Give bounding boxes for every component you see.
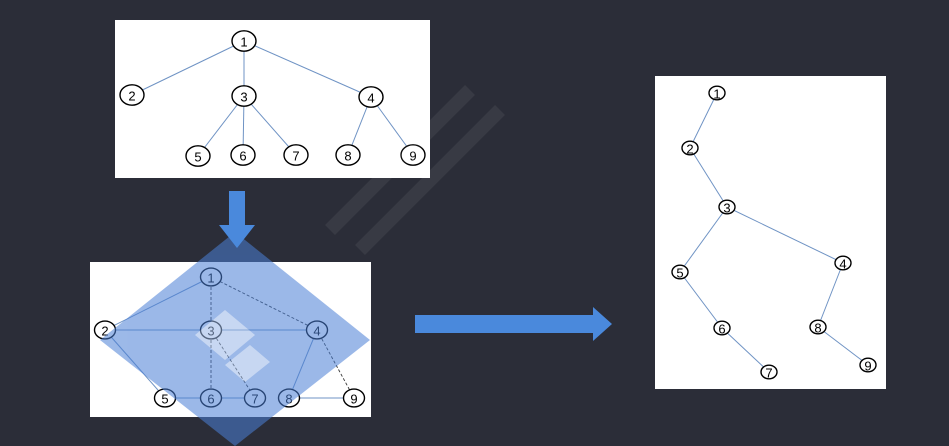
binary-edge-4-8 — [817, 262, 844, 328]
tree-edge-3-7 — [243, 95, 297, 156]
node-label: 6 — [239, 149, 246, 164]
node-circle — [400, 144, 426, 166]
node-label: 9 — [409, 149, 416, 164]
node-label: 1 — [713, 87, 720, 102]
binary-tree-panel: 1 2 3 4 5 6 7 8 9 — [655, 76, 886, 389]
node-label: 4 — [367, 91, 374, 106]
node-label: 2 — [128, 89, 135, 104]
node-label: 2 — [101, 324, 108, 339]
node-label: 9 — [350, 392, 357, 407]
node-circle — [713, 320, 731, 336]
node-9: 9 — [859, 357, 877, 374]
node-circle — [230, 144, 256, 166]
node-8: 8 — [335, 144, 361, 166]
node-circle — [671, 264, 689, 280]
node-label: 4 — [313, 324, 320, 339]
node-3: 3 — [231, 85, 257, 107]
binary-edge-2-3 — [689, 147, 728, 208]
node-2: 2 — [93, 320, 117, 340]
node-circle — [283, 144, 309, 166]
tree-edge-1-2 — [131, 40, 245, 96]
node-7: 7 — [243, 388, 267, 408]
node-1: 1 — [231, 30, 257, 52]
node-circle — [231, 30, 257, 52]
node-1: 1 — [708, 85, 726, 102]
node-7: 7 — [760, 364, 778, 381]
node-label: 6 — [207, 392, 214, 407]
tree-edge-4-9 — [370, 96, 414, 156]
node-label: 8 — [344, 149, 351, 164]
node-2: 2 — [119, 84, 145, 106]
node-label: 1 — [207, 271, 214, 286]
node-label: 8 — [814, 321, 821, 336]
solid-edge-1-2 — [104, 276, 212, 331]
node-label: 3 — [723, 201, 730, 216]
node-3: 3 — [718, 199, 736, 216]
node-8: 8 — [277, 388, 301, 408]
node-label: 5 — [194, 150, 201, 165]
node-6: 6 — [230, 144, 256, 166]
node-label: 7 — [292, 149, 299, 164]
solid-edge-4-8 — [288, 329, 318, 399]
node-label: 5 — [676, 266, 683, 281]
sibling-link-panel: 1 2 3 4 5 6 7 8 9 — [90, 262, 371, 417]
original-tree-diagram: 1 2 3 4 5 6 7 8 9 — [119, 30, 426, 167]
solid-edge-2-5 — [104, 329, 166, 399]
node-label: 5 — [161, 392, 168, 407]
node-circle — [708, 85, 726, 101]
node-circle — [119, 84, 145, 106]
node-circle — [859, 357, 877, 373]
node-4: 4 — [834, 255, 852, 272]
node-1: 1 — [199, 267, 223, 287]
right-arrow — [415, 307, 612, 341]
binary-tree-diagram: 1 2 3 4 5 6 7 8 9 — [671, 85, 877, 381]
binary-edge-3-4 — [726, 206, 844, 264]
down-arrow — [219, 191, 255, 248]
node-label: 1 — [240, 35, 247, 50]
dashed-edge-4-9 — [316, 329, 355, 399]
node-circle — [185, 145, 211, 167]
node-label: 7 — [765, 366, 772, 381]
node-label: 9 — [864, 359, 871, 374]
node-label: 7 — [251, 392, 258, 407]
node-circle — [335, 144, 361, 166]
node-label: 8 — [285, 392, 292, 407]
node-circle — [809, 319, 827, 335]
node-label: 3 — [240, 90, 247, 105]
node-circle — [834, 255, 852, 271]
binary-edge-1-2 — [689, 92, 718, 149]
binary-edge-6-7 — [721, 327, 770, 373]
node-6: 6 — [713, 320, 731, 337]
dashed-edge-3-7 — [210, 329, 256, 399]
binary-edge-3-5 — [679, 206, 728, 273]
node-4: 4 — [358, 86, 384, 108]
dashed-edge-1-4 — [210, 276, 318, 331]
node-2: 2 — [681, 140, 699, 157]
node-5: 5 — [185, 145, 211, 167]
node-9: 9 — [400, 144, 426, 166]
node-6: 6 — [199, 388, 223, 408]
node-circle — [718, 199, 736, 215]
sibling-link-diagram: 1 2 3 4 5 6 7 8 9 — [93, 267, 366, 408]
node-7: 7 — [283, 144, 309, 166]
node-circle — [358, 86, 384, 108]
node-label: 4 — [839, 257, 846, 272]
node-9: 9 — [342, 388, 366, 408]
binary-edge-8-9 — [817, 326, 869, 366]
node-label: 2 — [686, 142, 693, 157]
node-circle — [681, 140, 699, 156]
node-4: 4 — [305, 320, 329, 340]
node-circle — [760, 364, 778, 380]
node-label: 3 — [207, 324, 214, 339]
node-8: 8 — [809, 319, 827, 336]
tree-edge-3-5 — [197, 95, 245, 157]
node-label: 6 — [718, 322, 725, 337]
node-3: 3 — [199, 320, 223, 340]
node-5: 5 — [671, 264, 689, 281]
original-tree-panel: 1 2 3 4 5 6 7 8 9 — [115, 20, 430, 178]
binary-edge-5-6 — [679, 271, 723, 329]
node-circle — [231, 85, 257, 107]
node-5: 5 — [153, 388, 177, 408]
tree-edge-1-4 — [243, 40, 372, 98]
